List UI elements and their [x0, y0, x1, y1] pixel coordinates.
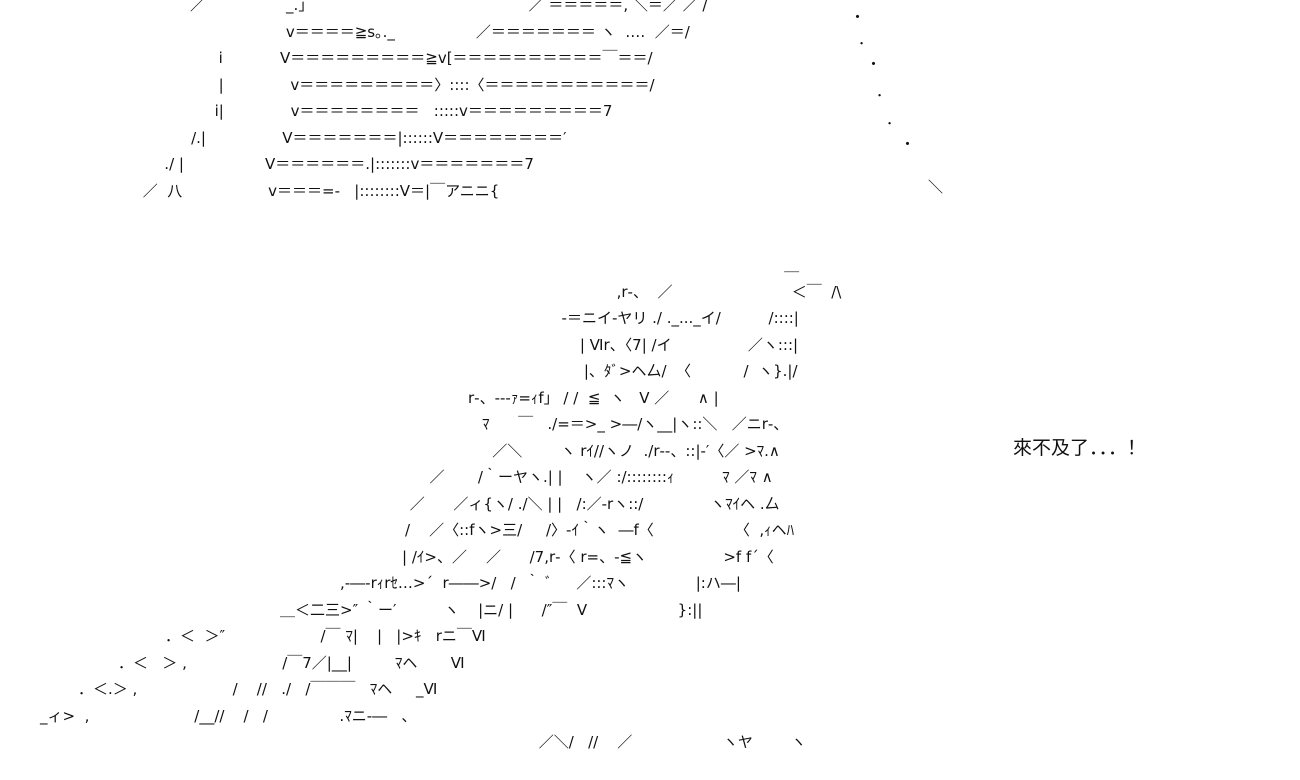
- ascii-art-line: i V＝＝＝＝＝＝＝＝＝≧v[＝＝＝＝＝＝＝＝＝＝￣＝＝/: [190, 49, 653, 67]
- ascii-art-line: / ／〈::fヽ>三/ /〉-ｲ｀ヽ ―f〈 〈 ,ｨヘﾊ: [405, 521, 795, 539]
- ascii-art-line: | v＝＝＝＝＝＝＝＝＝〉::::〈＝＝＝＝＝＝＝＝＝＝＝/: [190, 75, 655, 94]
- ascii-art-line: ／ ／ィ{ヽ/ ./＼ | | /:／‐rヽ::/ ヽﾏｲヘ .厶: [405, 494, 780, 513]
- ascii-art-line: ／＼/ // ／ ヽヤ ヽ: [410, 733, 807, 751]
- ascii-art-line: ．＜ ＞″ /￣ ﾏ| | |>ｷ rニ￣Ⅵ: [165, 627, 486, 645]
- ascii-art-line: ,‐―‐rｨrｾ…>´ r――>/ / ｀ ﾞ ／:::ﾏヽ |:ハ―|: [340, 574, 741, 592]
- ascii-art-line: ／ 八 v＝＝＝=- |::::::::V＝|￣アニニ{: [138, 181, 500, 200]
- ascii-art-dot: ・: [866, 55, 882, 73]
- ascii-art-line: ．＜.＞ , / // ./ /￣￣￣ ﾏヘ _Ⅵ: [78, 680, 438, 698]
- ascii-art-line: ‐＝ニイ‐ヤリ ./ ._..._イ/ /::::|: [552, 309, 799, 327]
- ascii-art-line: r‐、‐‐‐ｧ=ｨf」 / / ≦ ヽ V ／ ∧ |: [468, 388, 719, 407]
- ascii-art-line: _ィ> , /__// / / .ﾏニ-― 、: [40, 706, 417, 725]
- ascii-art-dot: ．: [876, 82, 892, 100]
- ascii-art-line: ＿＜二三>″ ｀ー′ ヽ |ニ/ | /″￣ V }:||: [280, 600, 703, 619]
- ascii-art-line: | Ⅵr、〈7| /イ ／ヽ:::|: [556, 335, 799, 354]
- ascii-art-dot: ．: [886, 110, 902, 128]
- ascii-art-dot: ・: [900, 135, 916, 153]
- ascii-art-line: v＝＝＝＝≧s｡._ ／＝＝＝＝＝＝＝ ヽ ‥‥ ／＝/: [200, 22, 690, 41]
- ascii-art-dot: ・: [850, 8, 866, 26]
- ascii-art-line: ./ | V＝＝＝＝＝＝.|:::::::v＝＝＝＝＝＝＝7: [150, 155, 534, 173]
- ascii-art-line: i| v＝＝＝＝＝＝＝＝ :::::v＝＝＝＝＝＝＝＝＝7: [186, 102, 613, 120]
- ascii-art-dot: ．: [858, 30, 874, 48]
- ascii-art-line: | /ｲ>、／ ／ /7,r‐〈 r=、-≦ヽ >f f´〈: [402, 547, 774, 566]
- ascii-art-line: ／ /｀ーヤヽ.| | ヽ／ :/::::::::ｨ ﾏ ／ﾏ ∧: [420, 468, 773, 486]
- ascii-art-line: ,r‐、 ／ ＜￣ /\: [588, 282, 842, 301]
- ascii-art-line: ＿: [560, 256, 800, 274]
- ascii-art-line: ／＼ ヽ rｲ//ヽノ ./r‐-、::|‐′〈／ >ﾏ.∧: [478, 441, 780, 460]
- ascii-art-line: ﾏ ￣ ./=＝>_ >―/ヽ__|ヽ::＼ ／ニr‐、: [482, 415, 789, 433]
- ascii-art-line: |、ﾀﾞ>ヘ厶/ 〈 / ヽ}.|/: [560, 362, 798, 380]
- ascii-art-line: ．＜ ＞ , /￣7／|__| ﾏヘ Ⅵ: [118, 653, 465, 672]
- ascii-art-line: /.| V＝＝＝＝＝＝＝|::::::V＝＝＝＝＝＝＝＝′: [172, 128, 567, 147]
- ascii-art-dot: ＼: [928, 178, 944, 196]
- ascii-art-line: ／ _.」￣ ／ ＝＝＝＝＝, ＼＝／ ／ /: [190, 0, 708, 14]
- dialogue-caption: 來不及了．．．！: [1013, 437, 1147, 459]
